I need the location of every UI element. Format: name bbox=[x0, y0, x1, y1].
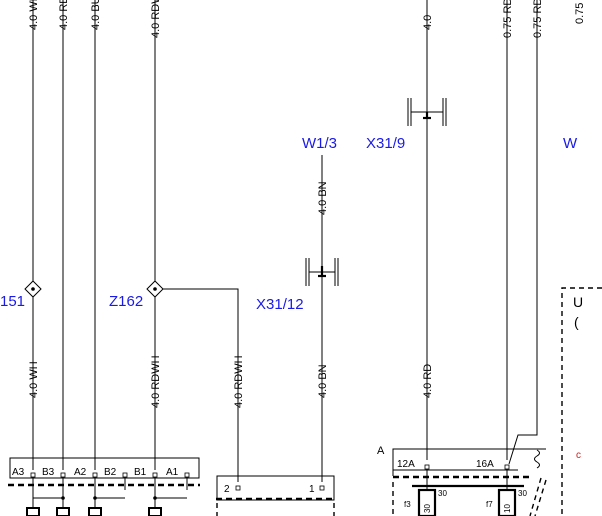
pin-1: 1 bbox=[309, 484, 315, 495]
pin-terminal-1 bbox=[319, 485, 325, 491]
pin-a3: A3 bbox=[12, 467, 25, 478]
spring-coil-icon bbox=[534, 449, 540, 469]
label-c-edge: c bbox=[576, 450, 581, 461]
splice-z151-icon bbox=[24, 280, 42, 298]
pin-a2: A2 bbox=[74, 467, 87, 478]
wire-label-13: 4.0 BN bbox=[317, 364, 329, 398]
internal-wiring-left bbox=[26, 477, 188, 516]
wire-label-2: 4.0 RD bbox=[58, 0, 70, 30]
label-z151: 151 bbox=[0, 293, 25, 310]
connector-x3112-icon bbox=[305, 258, 339, 286]
splice-z162-icon bbox=[146, 280, 164, 298]
pin-terminal-2 bbox=[235, 485, 241, 491]
fuse-f7-rating: 30 bbox=[518, 489, 527, 498]
pin-terminal-12a bbox=[424, 464, 430, 470]
wire-line-075-2 bbox=[508, 0, 538, 465]
pin-terminal-16a bbox=[504, 464, 510, 470]
wire-label-12: 4.0 RDWH bbox=[233, 355, 245, 408]
fuse-f3-value: 30 bbox=[423, 504, 432, 513]
label-paren-edge: ( bbox=[574, 314, 579, 330]
fuse-f3-rating: 30 bbox=[438, 489, 447, 498]
fuse-f7-label: f7 bbox=[486, 500, 493, 509]
pin-b2: B2 bbox=[104, 467, 117, 478]
wire-label-3: 4.0 BU bbox=[90, 0, 102, 30]
fuse-f3-label: f3 bbox=[404, 500, 411, 509]
wire-label-9: 4.0 BN bbox=[317, 181, 329, 215]
wire-label-8: 0.75 bbox=[574, 3, 586, 24]
wire-branch-z162 bbox=[163, 288, 239, 482]
pin-16a: 16A bbox=[476, 459, 494, 470]
fuse-f7-icon bbox=[497, 488, 517, 516]
module-boundary-far-right bbox=[561, 287, 602, 516]
pin-b3: B3 bbox=[42, 467, 55, 478]
wire-label-4: 4.0 RDWH bbox=[150, 0, 162, 38]
fuse-f3-icon bbox=[417, 488, 437, 516]
wire-label-11: 4.0 RDWH bbox=[150, 355, 162, 408]
connector-block-left bbox=[9, 457, 200, 479]
wire-label-14: 4.0 RD bbox=[422, 364, 434, 398]
connector-x319-icon bbox=[407, 98, 447, 126]
label-w-edge: W bbox=[563, 135, 578, 152]
label-u-edge: U bbox=[573, 294, 583, 310]
module-side-right bbox=[529, 477, 542, 516]
label-x319: X31/9 bbox=[366, 135, 405, 152]
wire-label-1: 4.0 WH bbox=[28, 0, 40, 30]
wire-label-5: 4.0 bbox=[422, 15, 434, 30]
label-z162: Z162 bbox=[109, 293, 143, 310]
pin-12a: 12A bbox=[397, 459, 415, 470]
pin-b1: B1 bbox=[134, 467, 147, 478]
wire-label-7: 0.75 RD bbox=[532, 0, 544, 38]
connector-block-middle bbox=[216, 475, 335, 501]
module-side-right-2 bbox=[534, 479, 547, 516]
fuse-f7-value: 10 bbox=[503, 504, 512, 513]
pin-a1: A1 bbox=[166, 467, 179, 478]
block-a-label: A bbox=[377, 445, 385, 457]
wire-label-6: 0.75 RD bbox=[502, 0, 514, 38]
wire-label-10: 4.0 WH bbox=[28, 361, 40, 398]
pin-2: 2 bbox=[224, 484, 230, 495]
label-x3112: X31/12 bbox=[256, 296, 304, 313]
pin-terminals-left bbox=[30, 472, 190, 478]
fuse-block-a bbox=[392, 448, 546, 476]
label-w13: W1/3 bbox=[302, 135, 337, 152]
